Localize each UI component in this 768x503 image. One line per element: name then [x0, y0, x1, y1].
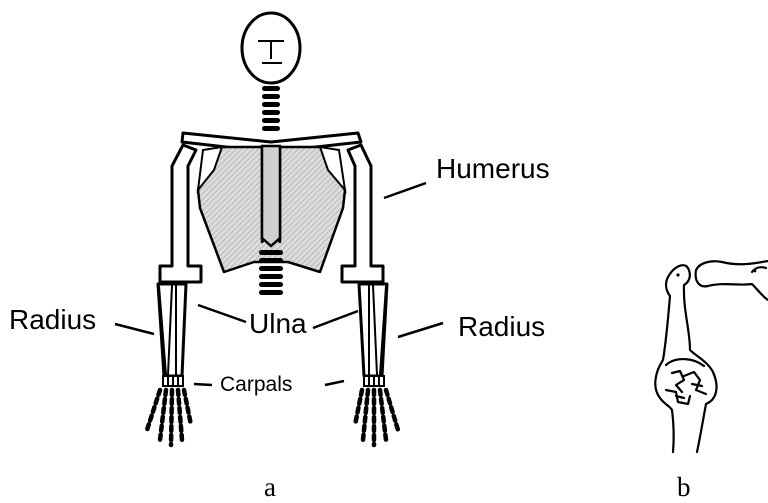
- cervical-vertebrae: [262, 86, 280, 131]
- label-radius-left: Radius: [9, 304, 96, 335]
- left-hand: [147, 376, 191, 445]
- left-forearm: [158, 284, 186, 376]
- right-humerus: [342, 145, 383, 282]
- right-forearm: [359, 284, 387, 376]
- caption-a: a: [264, 472, 276, 502]
- label-carpals: Carpals: [220, 373, 292, 396]
- left-humerus: [160, 145, 201, 282]
- caption-b: b: [677, 472, 691, 502]
- label-radius-right: Radius: [458, 311, 545, 342]
- figure-a-skeleton: Humerus Radius Ulna Radius Carpals a: [9, 13, 550, 502]
- sternum: [262, 146, 280, 246]
- skull: [242, 13, 300, 83]
- right-hand: [355, 376, 398, 445]
- figure-b-sketch: [655, 261, 768, 452]
- label-ulna: Ulna: [249, 308, 307, 339]
- label-humerus: Humerus: [436, 153, 550, 184]
